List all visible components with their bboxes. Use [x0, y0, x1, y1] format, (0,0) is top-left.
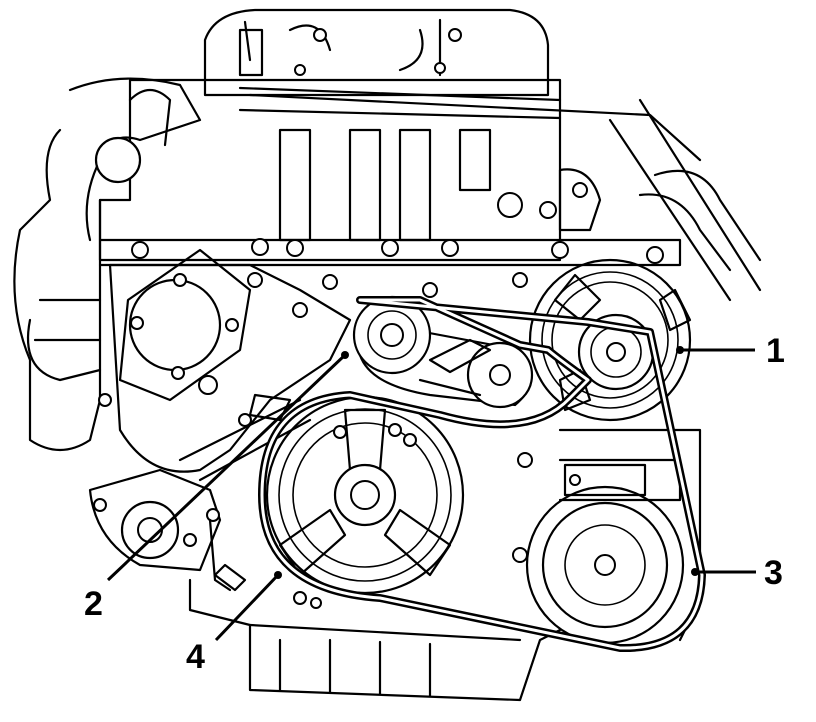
callout-4: 4	[186, 571, 282, 676]
callout-label-3: 3	[764, 554, 783, 592]
callout-label-2: 2	[84, 585, 103, 623]
engine-block	[13, 8, 762, 702]
alternator	[528, 258, 692, 422]
belt-tensioner	[352, 295, 534, 409]
callout-1: 1	[676, 332, 785, 370]
serpentine-belt	[258, 296, 706, 653]
crankshaft-pulley	[265, 395, 465, 595]
callout-label-1: 1	[766, 332, 785, 370]
callout-3: 3	[691, 554, 783, 592]
ac-compressor-pulley	[525, 485, 685, 645]
callout-label-4: 4	[186, 638, 205, 676]
callout-2: 2	[84, 351, 349, 623]
